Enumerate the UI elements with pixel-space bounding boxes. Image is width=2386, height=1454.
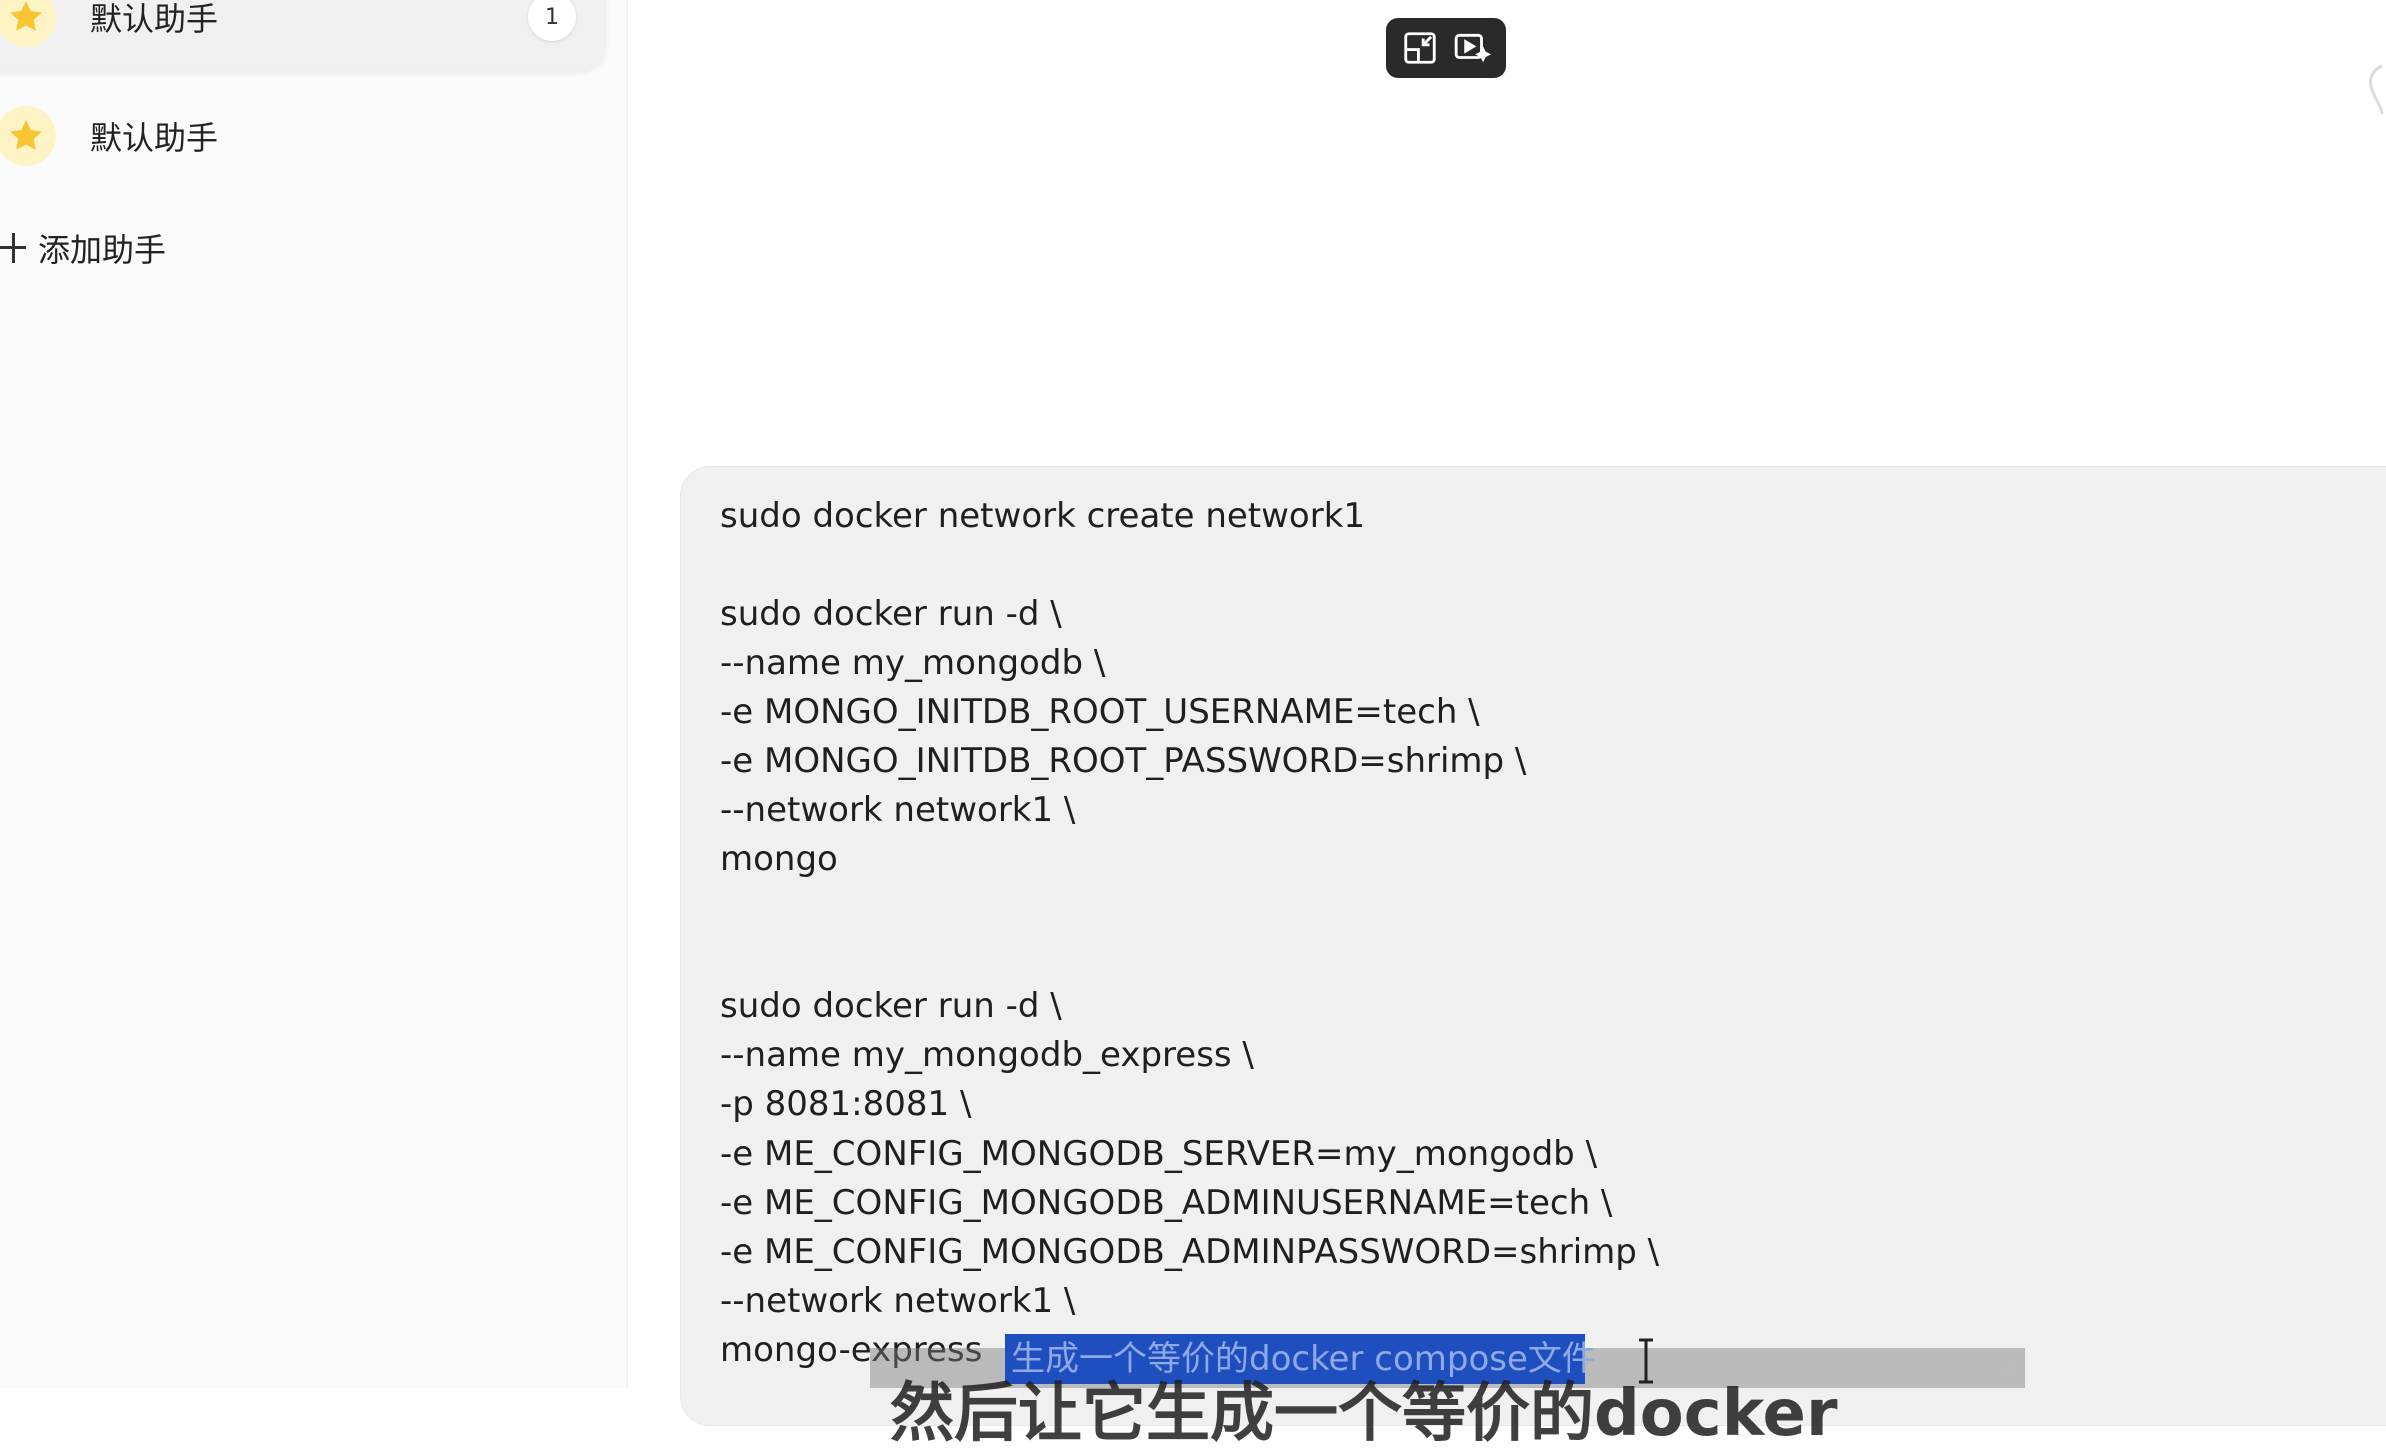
code-line: -e ME_CONFIG_MONGODB_ADMINUSERNAME=tech … <box>720 1183 1613 1223</box>
plus-icon <box>0 233 30 263</box>
video-ai-icon <box>1454 33 1491 63</box>
ai-watermark: AI <box>2004 1362 2018 1378</box>
code-line: -e ME_CONFIG_MONGODB_SERVER=my_mongodb \ <box>720 1134 1598 1174</box>
user-message-bubble <box>680 466 2386 1426</box>
code-line: mongo-express <box>720 1330 983 1370</box>
code-line: --name my_mongodb \ <box>720 643 1106 683</box>
exit-fullscreen-icon <box>1404 32 1436 64</box>
assistant-item-default-2[interactable]: 默认助手 <box>0 83 606 189</box>
code-line: sudo docker network create network1 <box>720 496 1366 536</box>
star-icon <box>0 0 56 47</box>
code-line: --network network1 \ <box>720 790 1076 830</box>
code-line: -e MONGO_INITDB_ROOT_USERNAME=tech \ <box>720 692 1480 732</box>
code-line: sudo docker run -d \ <box>720 594 1062 634</box>
edge-scroll-icon <box>2368 64 2384 115</box>
assistant-label: 默认助手 <box>90 119 219 157</box>
code-line: sudo docker run -d \ <box>720 986 1062 1026</box>
video-subtitle: 然后让它生成一个等价的docker <box>890 1377 1838 1451</box>
topic-count-badge: 1 <box>528 0 576 41</box>
add-assistant-label: 添加助手 <box>38 231 167 269</box>
video-ai-button[interactable] <box>1450 26 1494 70</box>
code-line: -p 8081:8081 \ <box>720 1084 972 1124</box>
code-line: -e MONGO_INITDB_ROOT_PASSWORD=shrimp \ <box>720 741 1527 781</box>
text-cursor-icon <box>1639 1338 1653 1384</box>
video-toolbar <box>1386 18 1506 78</box>
assistant-item-default-1[interactable]: 默认助手 1 <box>0 0 606 70</box>
assistant-sidebar: 默认助手 1 默认助手 添加助手 <box>0 0 628 1388</box>
code-line: --name my_mongodb_express \ <box>720 1035 1254 1075</box>
selected-text[interactable]: 生成一个等价的docker compose文件 <box>1005 1334 1596 1384</box>
exit-fullscreen-button[interactable] <box>1398 26 1442 70</box>
code-line: mongo <box>720 839 838 879</box>
assistant-label: 默认助手 <box>90 0 219 38</box>
star-icon <box>0 106 56 166</box>
code-line: --network network1 \ <box>720 1281 1076 1321</box>
code-line: -e ME_CONFIG_MONGODB_ADMINPASSWORD=shrim… <box>720 1232 1660 1272</box>
add-assistant-button[interactable]: 添加助手 <box>0 222 166 274</box>
